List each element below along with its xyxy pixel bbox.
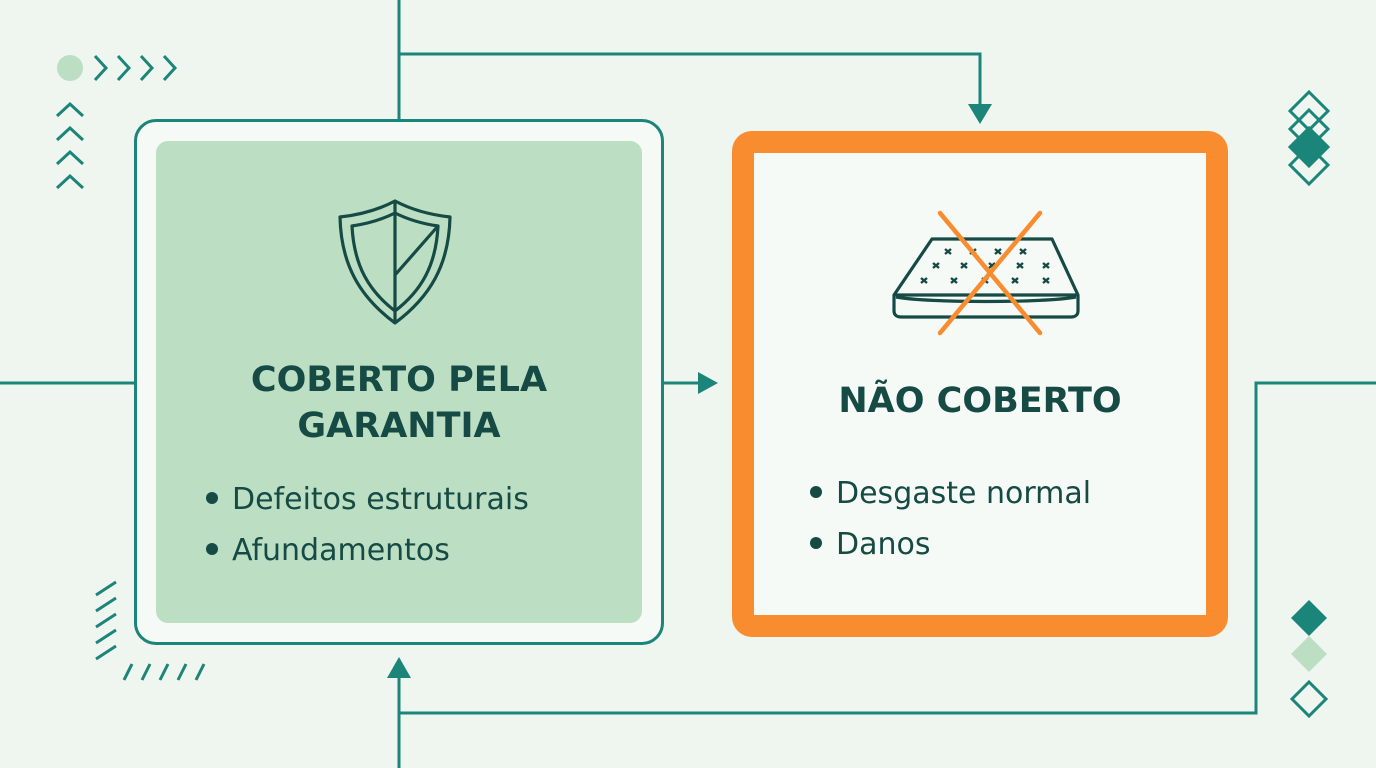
chevrons-up-icon [55, 101, 85, 190]
list-item-label: Danos [836, 527, 931, 562]
list-item: Danos [810, 519, 1091, 570]
list-item: Defeitos estruturais [206, 474, 529, 525]
hatch-ornament-icon [95, 580, 206, 681]
cross-icon [937, 210, 1043, 336]
list-item: Afundamentos [206, 525, 529, 576]
bullet-icon [810, 485, 822, 498]
not-covered-card: NÃO COBERTO Desgaste normal Danos [732, 131, 1228, 637]
diamonds-stack-icon [1289, 600, 1329, 719]
arrowhead-right-icon [698, 372, 718, 394]
bullet-icon [206, 491, 218, 504]
covered-panel: COBERTO PELA GARANTIA Defeitos estrutura… [156, 141, 642, 623]
covered-list: Defeitos estruturais Afundamentos [206, 474, 529, 576]
not-covered-title: NÃO COBERTO [838, 381, 1122, 421]
connector-top-route [399, 52, 982, 110]
diamonds-ornament-icon [1287, 89, 1331, 187]
shield-icon [338, 199, 452, 325]
chevrons-right-icon [93, 54, 178, 82]
bullet-icon [206, 542, 218, 555]
list-item-label: Defeitos estruturais [232, 482, 529, 517]
list-item-label: Desgaste normal [836, 476, 1092, 511]
crossed-mattress-icon [892, 210, 1080, 336]
covered-card: COBERTO PELA GARANTIA Defeitos estrutura… [134, 119, 664, 645]
covered-title: COBERTO PELA GARANTIA [250, 360, 548, 446]
dot-ornament-icon [57, 55, 83, 81]
not-covered-list: Desgaste normal Danos [810, 468, 1091, 570]
list-item: Desgaste normal [810, 468, 1091, 519]
connector-return-route [399, 381, 1376, 715]
bullet-icon [810, 536, 822, 549]
arrowhead-down-icon [968, 104, 992, 124]
list-item-label: Afundamentos [232, 533, 450, 568]
arrowhead-up-icon [387, 657, 411, 678]
